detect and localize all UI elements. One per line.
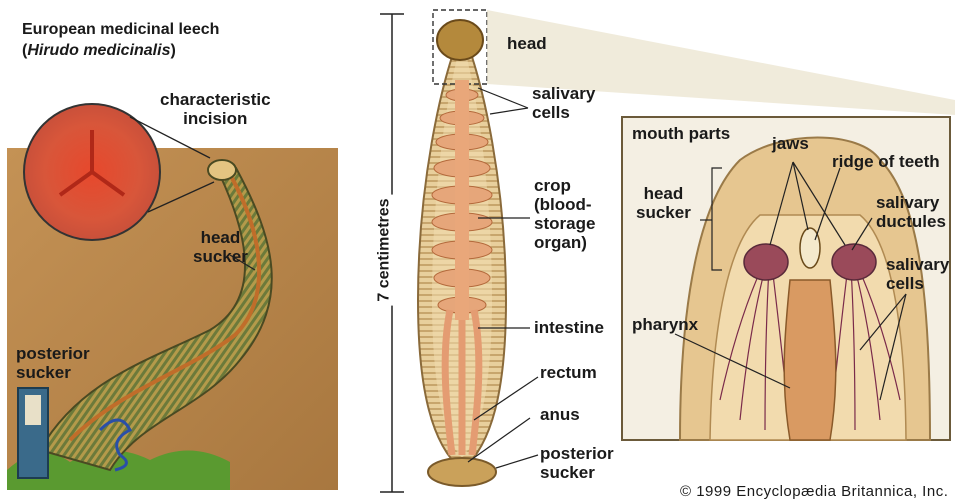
sci-name: Hirudo medicinalis: [27, 42, 170, 59]
label-anus: anus: [540, 405, 580, 424]
label-mouth-parts: mouth parts: [632, 124, 730, 143]
posterior-sucker-disc: [428, 458, 496, 486]
label-jaws: jaws: [772, 134, 809, 153]
gut-channel: [455, 80, 469, 320]
label-rectum: rectum: [540, 363, 597, 382]
pharynx-shape: [784, 280, 836, 440]
scientific-name: (Hirudo medicinalis): [22, 41, 176, 60]
label-head: head: [507, 34, 547, 53]
posterior-sucker-rim: [25, 395, 41, 425]
label-intestine: intestine: [534, 318, 604, 337]
label-crop: crop (blood- storage organ): [534, 176, 595, 252]
copyright: © 1999 Encyclopædia Britannica, Inc.: [680, 482, 948, 501]
head-sucker-shape: [208, 160, 236, 180]
label-posterior-sucker: posterior sucker: [540, 444, 614, 482]
label-salivary-ductules: salivary ductules: [876, 193, 946, 231]
sci-close: ): [170, 42, 175, 59]
label-characteristic-incision: characteristic incision: [160, 90, 271, 128]
label-salivary-cells: salivary cells: [532, 84, 595, 122]
label-pharynx: pharynx: [632, 315, 698, 334]
jaw-left: [744, 244, 788, 280]
label-salivary-cells-inset: salivary cells: [886, 255, 949, 293]
figure-title: European medicinal leech: [22, 20, 219, 39]
length-label: 7 centimetres: [375, 194, 394, 305]
jaw-right: [832, 244, 876, 280]
label-ridge-of-teeth: ridge of teeth: [832, 152, 940, 171]
label-head-sucker-inset: head sucker: [636, 184, 691, 222]
head-shape: [437, 20, 483, 60]
label-posterior-sucker-left: posterior sucker: [16, 344, 90, 382]
label-head-sucker-left: head sucker: [193, 228, 248, 266]
